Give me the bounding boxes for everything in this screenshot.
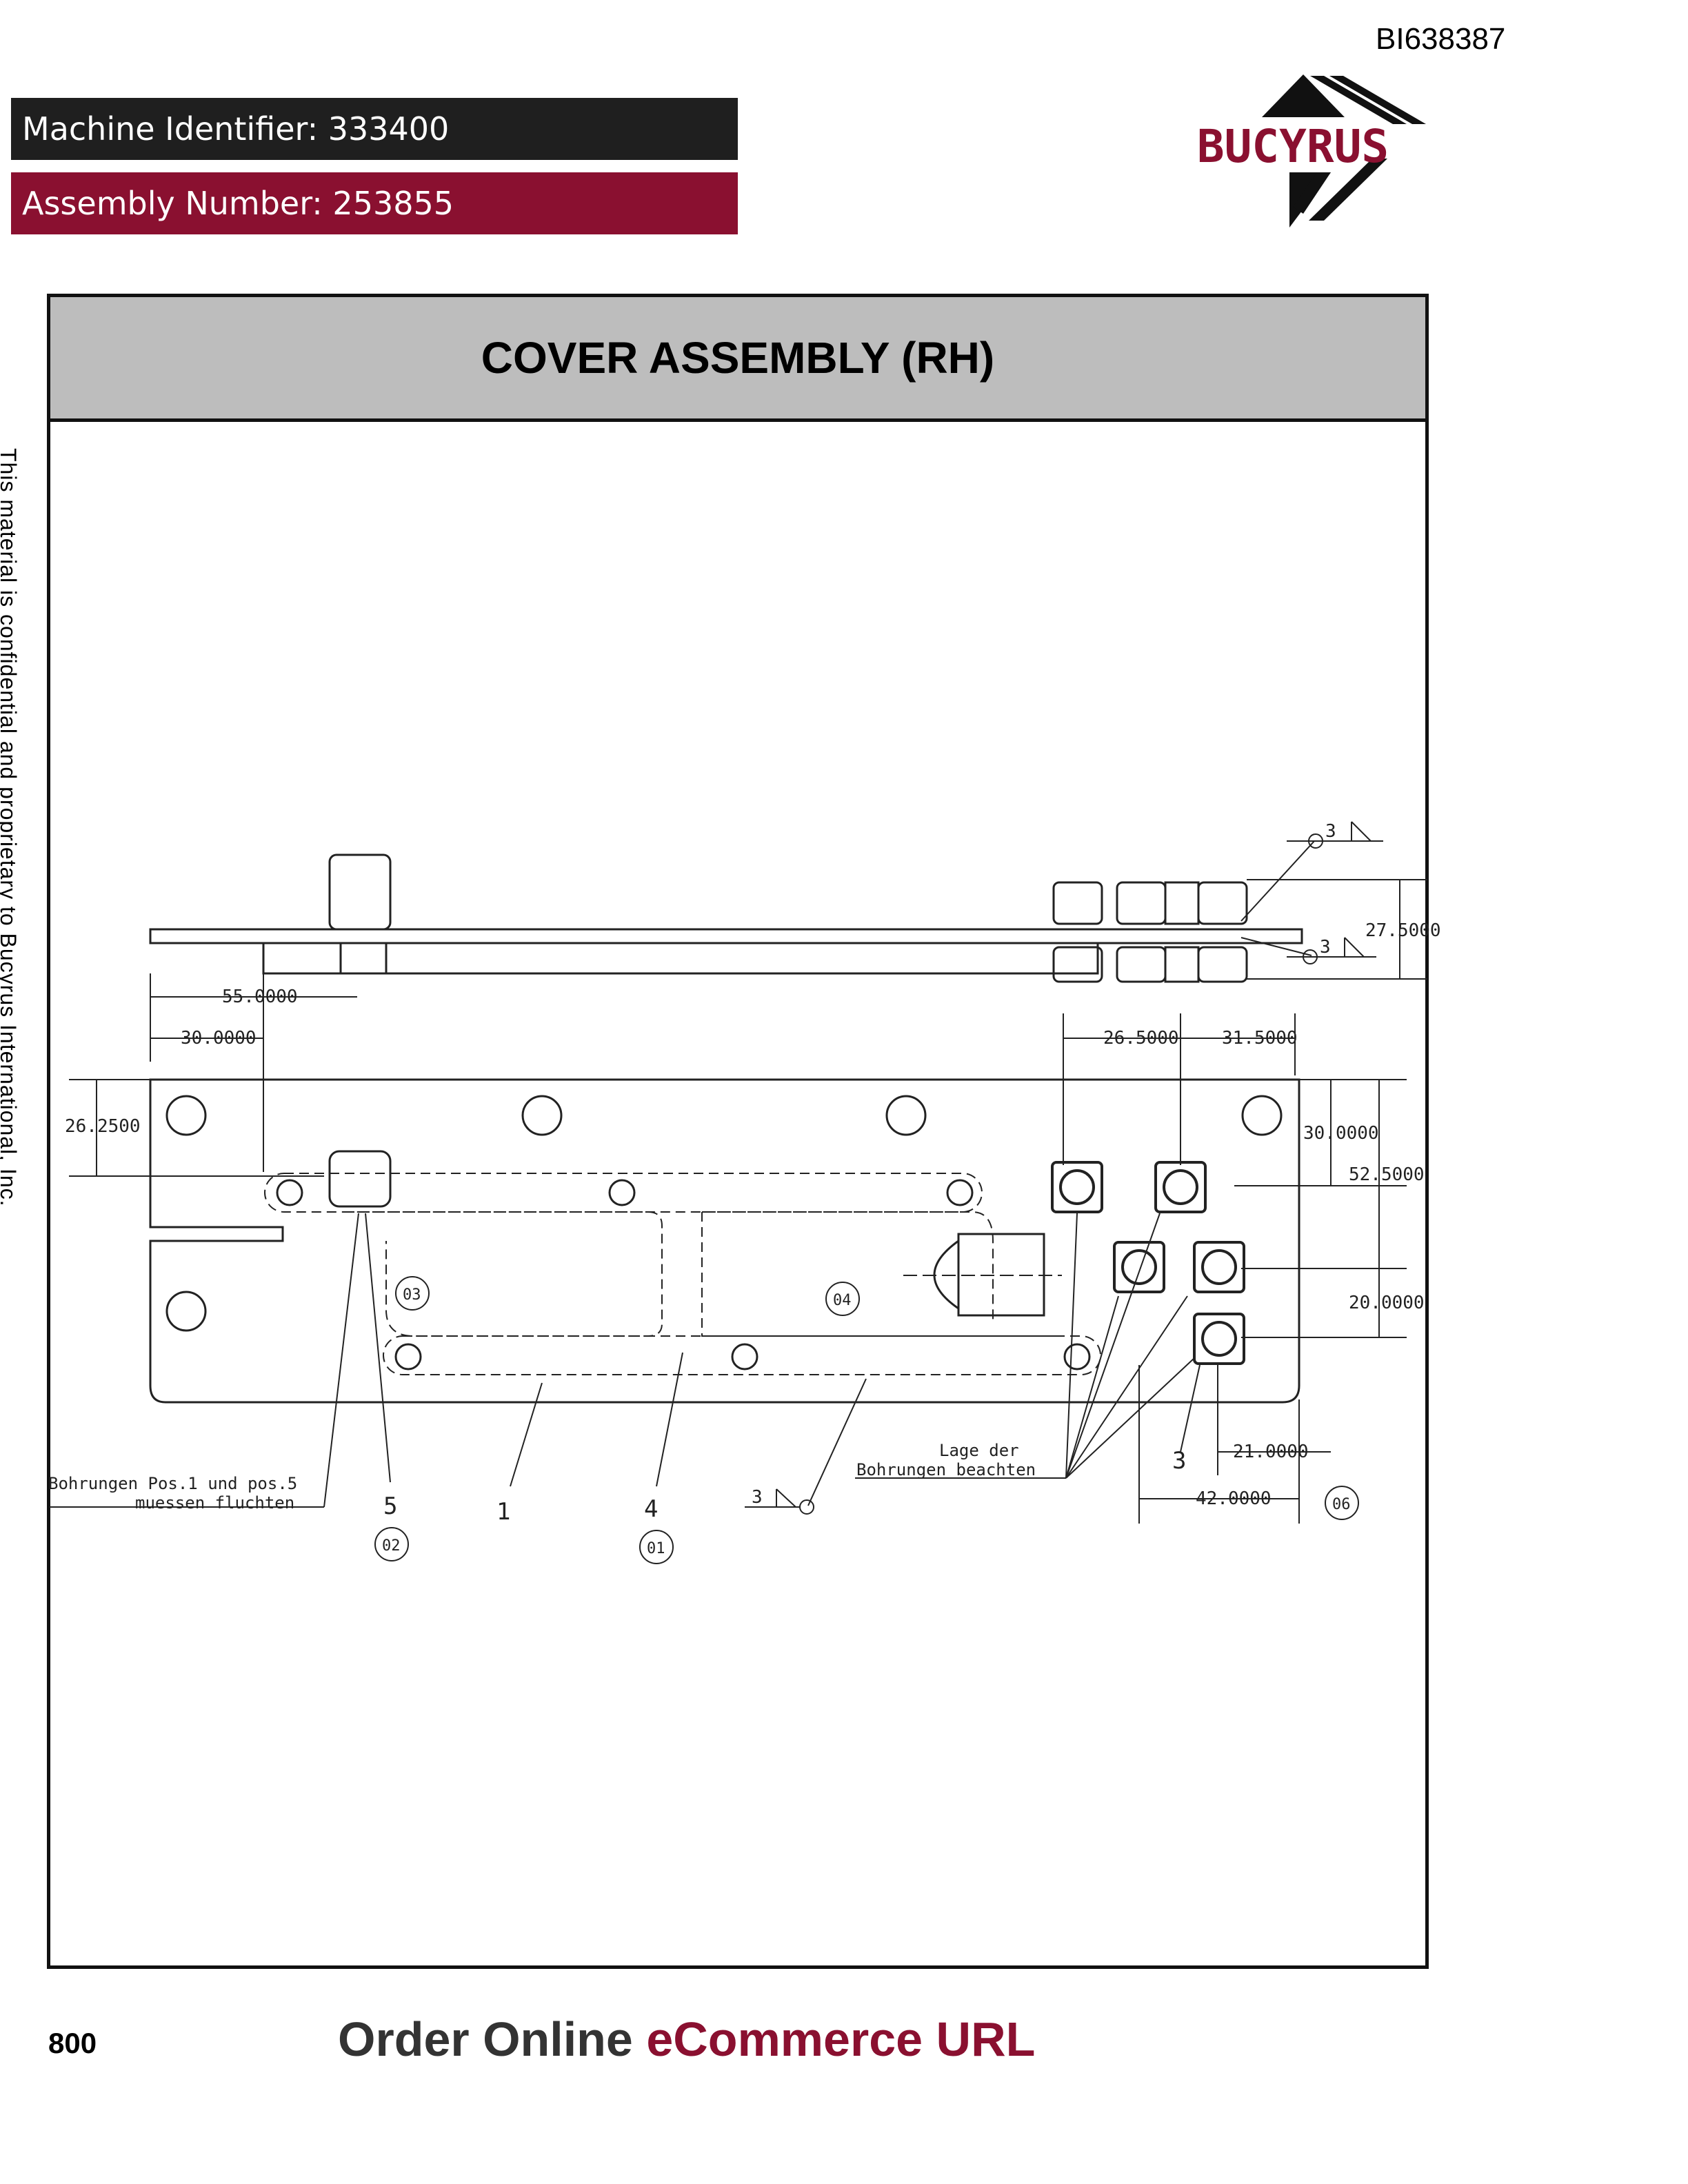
document-id: BI638387 bbox=[1376, 22, 1506, 56]
balloon-04 bbox=[825, 1282, 860, 1316]
dim-52-5: 52.5000 bbox=[1349, 1164, 1425, 1185]
leader-lines bbox=[50, 840, 1383, 1508]
dim-42: 42.0000 bbox=[1196, 1488, 1272, 1509]
item-3: 3 bbox=[1172, 1447, 1186, 1475]
dim-26-5: 26.5000 bbox=[1103, 1028, 1179, 1049]
note-holes-line2: muessen fluchten bbox=[135, 1493, 294, 1513]
weld-size-2: 3 bbox=[1320, 937, 1331, 958]
weld-size-1: 3 bbox=[1325, 821, 1336, 842]
item-1: 1 bbox=[496, 1498, 510, 1526]
plan-view bbox=[149, 1078, 1300, 1404]
dim-31-5: 31.5000 bbox=[1222, 1028, 1298, 1049]
dimension-lines bbox=[69, 879, 1427, 1524]
title-band: COVER ASSEMBLY (RH) bbox=[50, 297, 1425, 422]
machine-identifier-bar: Machine Identifier: 333400 bbox=[11, 98, 738, 160]
footer-order-online[interactable]: Order Online eCommerce URL bbox=[338, 2012, 1035, 2067]
dim-26-25: 26.2500 bbox=[65, 1116, 141, 1137]
item-5: 5 bbox=[383, 1493, 397, 1520]
item-4: 4 bbox=[644, 1495, 658, 1523]
balloon-03 bbox=[395, 1276, 430, 1311]
balloon-03-label: 03 bbox=[403, 1286, 421, 1304]
balloon-01-label: 01 bbox=[647, 1540, 665, 1557]
assembly-number-bar: Assembly Number: 253855 bbox=[11, 172, 738, 234]
balloon-04-label: 04 bbox=[833, 1292, 852, 1309]
dim-30: 30.0000 bbox=[181, 1028, 257, 1049]
note-lage-line1: Lage der bbox=[939, 1441, 1019, 1460]
footer-link-ecommerce[interactable]: eCommerce URL bbox=[646, 2012, 1036, 2066]
balloon-01 bbox=[639, 1530, 674, 1564]
balloon-02 bbox=[374, 1527, 409, 1561]
footer-text-order: Order Online bbox=[338, 2012, 633, 2066]
dim-20: 20.0000 bbox=[1349, 1293, 1425, 1313]
drawing-frame: COVER ASSEMBLY (RH) bbox=[47, 294, 1429, 1969]
drawing-title: COVER ASSEMBLY (RH) bbox=[481, 333, 995, 383]
balloon-06 bbox=[1325, 1486, 1359, 1520]
dim-30-v: 30.0000 bbox=[1303, 1123, 1379, 1144]
dim-55: 55.0000 bbox=[222, 987, 298, 1007]
bucyrus-logo: BUCYRUS bbox=[1197, 74, 1426, 228]
page-number: 800 bbox=[48, 2027, 97, 2059]
dim-21: 21.0000 bbox=[1233, 1442, 1309, 1462]
note-holes-line1: Bohrungen Pos.1 und pos.5 bbox=[48, 1474, 297, 1493]
side-view bbox=[149, 853, 1303, 983]
note-lage-line2: Bohrungen beachten bbox=[856, 1460, 1036, 1479]
logo-text: BUCYRUS bbox=[1197, 120, 1389, 173]
weld-size-3: 3 bbox=[752, 1487, 763, 1508]
balloon-02-label: 02 bbox=[382, 1537, 401, 1555]
dim-27-5: 27.5000 bbox=[1365, 920, 1441, 941]
balloon-06-label: 06 bbox=[1332, 1496, 1351, 1513]
